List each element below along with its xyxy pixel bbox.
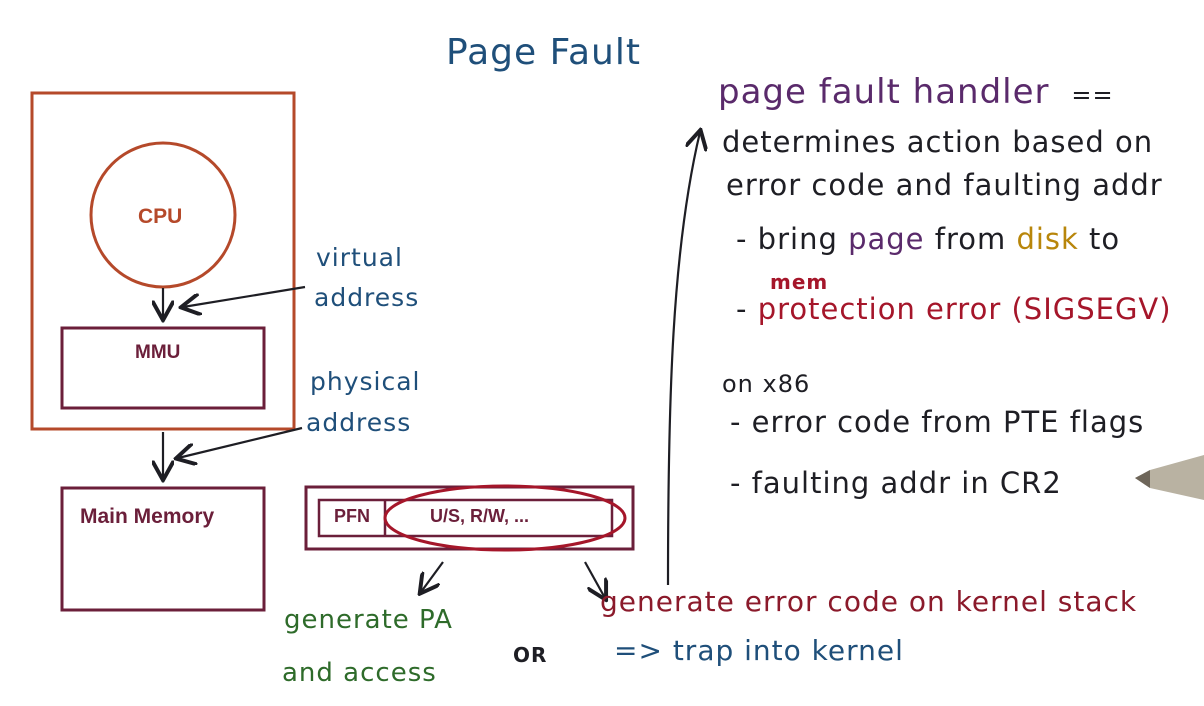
bullet-page-word: page bbox=[848, 222, 925, 256]
and-access-label: and access bbox=[282, 658, 437, 688]
to-error-code-arrow bbox=[584, 561, 605, 598]
handler-heading: page fault handler bbox=[718, 72, 1050, 112]
physical-label: physical bbox=[310, 367, 421, 396]
pte-pfn-label: PFN bbox=[334, 506, 370, 526]
bullet-dash: - bbox=[736, 292, 758, 326]
processor-outer-box bbox=[30, 91, 296, 431]
main-memory-label: Main Memory bbox=[80, 505, 215, 528]
page-title: Page Fault bbox=[446, 32, 641, 73]
cpu-label: CPU bbox=[138, 205, 183, 228]
physical-address-label: address bbox=[306, 408, 412, 437]
mmu-label: MMU bbox=[135, 342, 181, 363]
trap-label: => trap into kernel bbox=[614, 634, 904, 667]
or-label: OR bbox=[513, 643, 548, 667]
virtual-address-label: address bbox=[314, 283, 420, 312]
physical-address-pointer bbox=[178, 426, 303, 458]
bullet-to-word: to bbox=[1078, 222, 1121, 256]
cpu-circle bbox=[89, 141, 237, 289]
to-handler-arrow bbox=[666, 132, 700, 586]
protection-error-text: protection error (SIGSEGV) bbox=[757, 292, 1172, 326]
virtual-label: virtual bbox=[316, 243, 403, 272]
pte-flags-label: U/S, R/W, ... bbox=[430, 506, 530, 526]
handler-heading-suffix: == bbox=[1071, 81, 1114, 109]
bullet-mem-word: mem bbox=[770, 270, 829, 294]
flags-highlight-ellipse bbox=[383, 484, 627, 552]
faulting-addr-cr2: - faulting addr in CR2 bbox=[730, 466, 1062, 500]
mmu-box bbox=[60, 326, 266, 410]
error-code-from-pte: - error code from PTE flags bbox=[730, 405, 1145, 439]
on-x86-label: on x86 bbox=[722, 370, 811, 398]
bullet-from-word: from bbox=[924, 222, 1017, 256]
handler-heading-line: page fault handler == bbox=[718, 72, 1114, 112]
bullet-bring-prefix: - bring bbox=[736, 222, 849, 256]
generate-pa-label: generate PA bbox=[284, 605, 453, 635]
bullet-bring-page: - bring page from disk to bbox=[736, 222, 1120, 256]
handler-line-1: determines action based on bbox=[722, 125, 1154, 159]
virtual-address-pointer bbox=[183, 285, 306, 307]
main-memory-box bbox=[60, 486, 266, 612]
handler-line-2: error code and faulting addr bbox=[726, 168, 1163, 202]
to-generate-pa-arrow bbox=[421, 561, 444, 592]
bullet-protection-error: - protection error (SIGSEGV) bbox=[736, 292, 1172, 326]
bullet-disk-word: disk bbox=[1016, 222, 1079, 256]
pen-tip bbox=[1135, 455, 1204, 500]
error-code-label: generate error code on kernel stack bbox=[600, 585, 1138, 618]
pte-inner-box bbox=[317, 498, 614, 538]
